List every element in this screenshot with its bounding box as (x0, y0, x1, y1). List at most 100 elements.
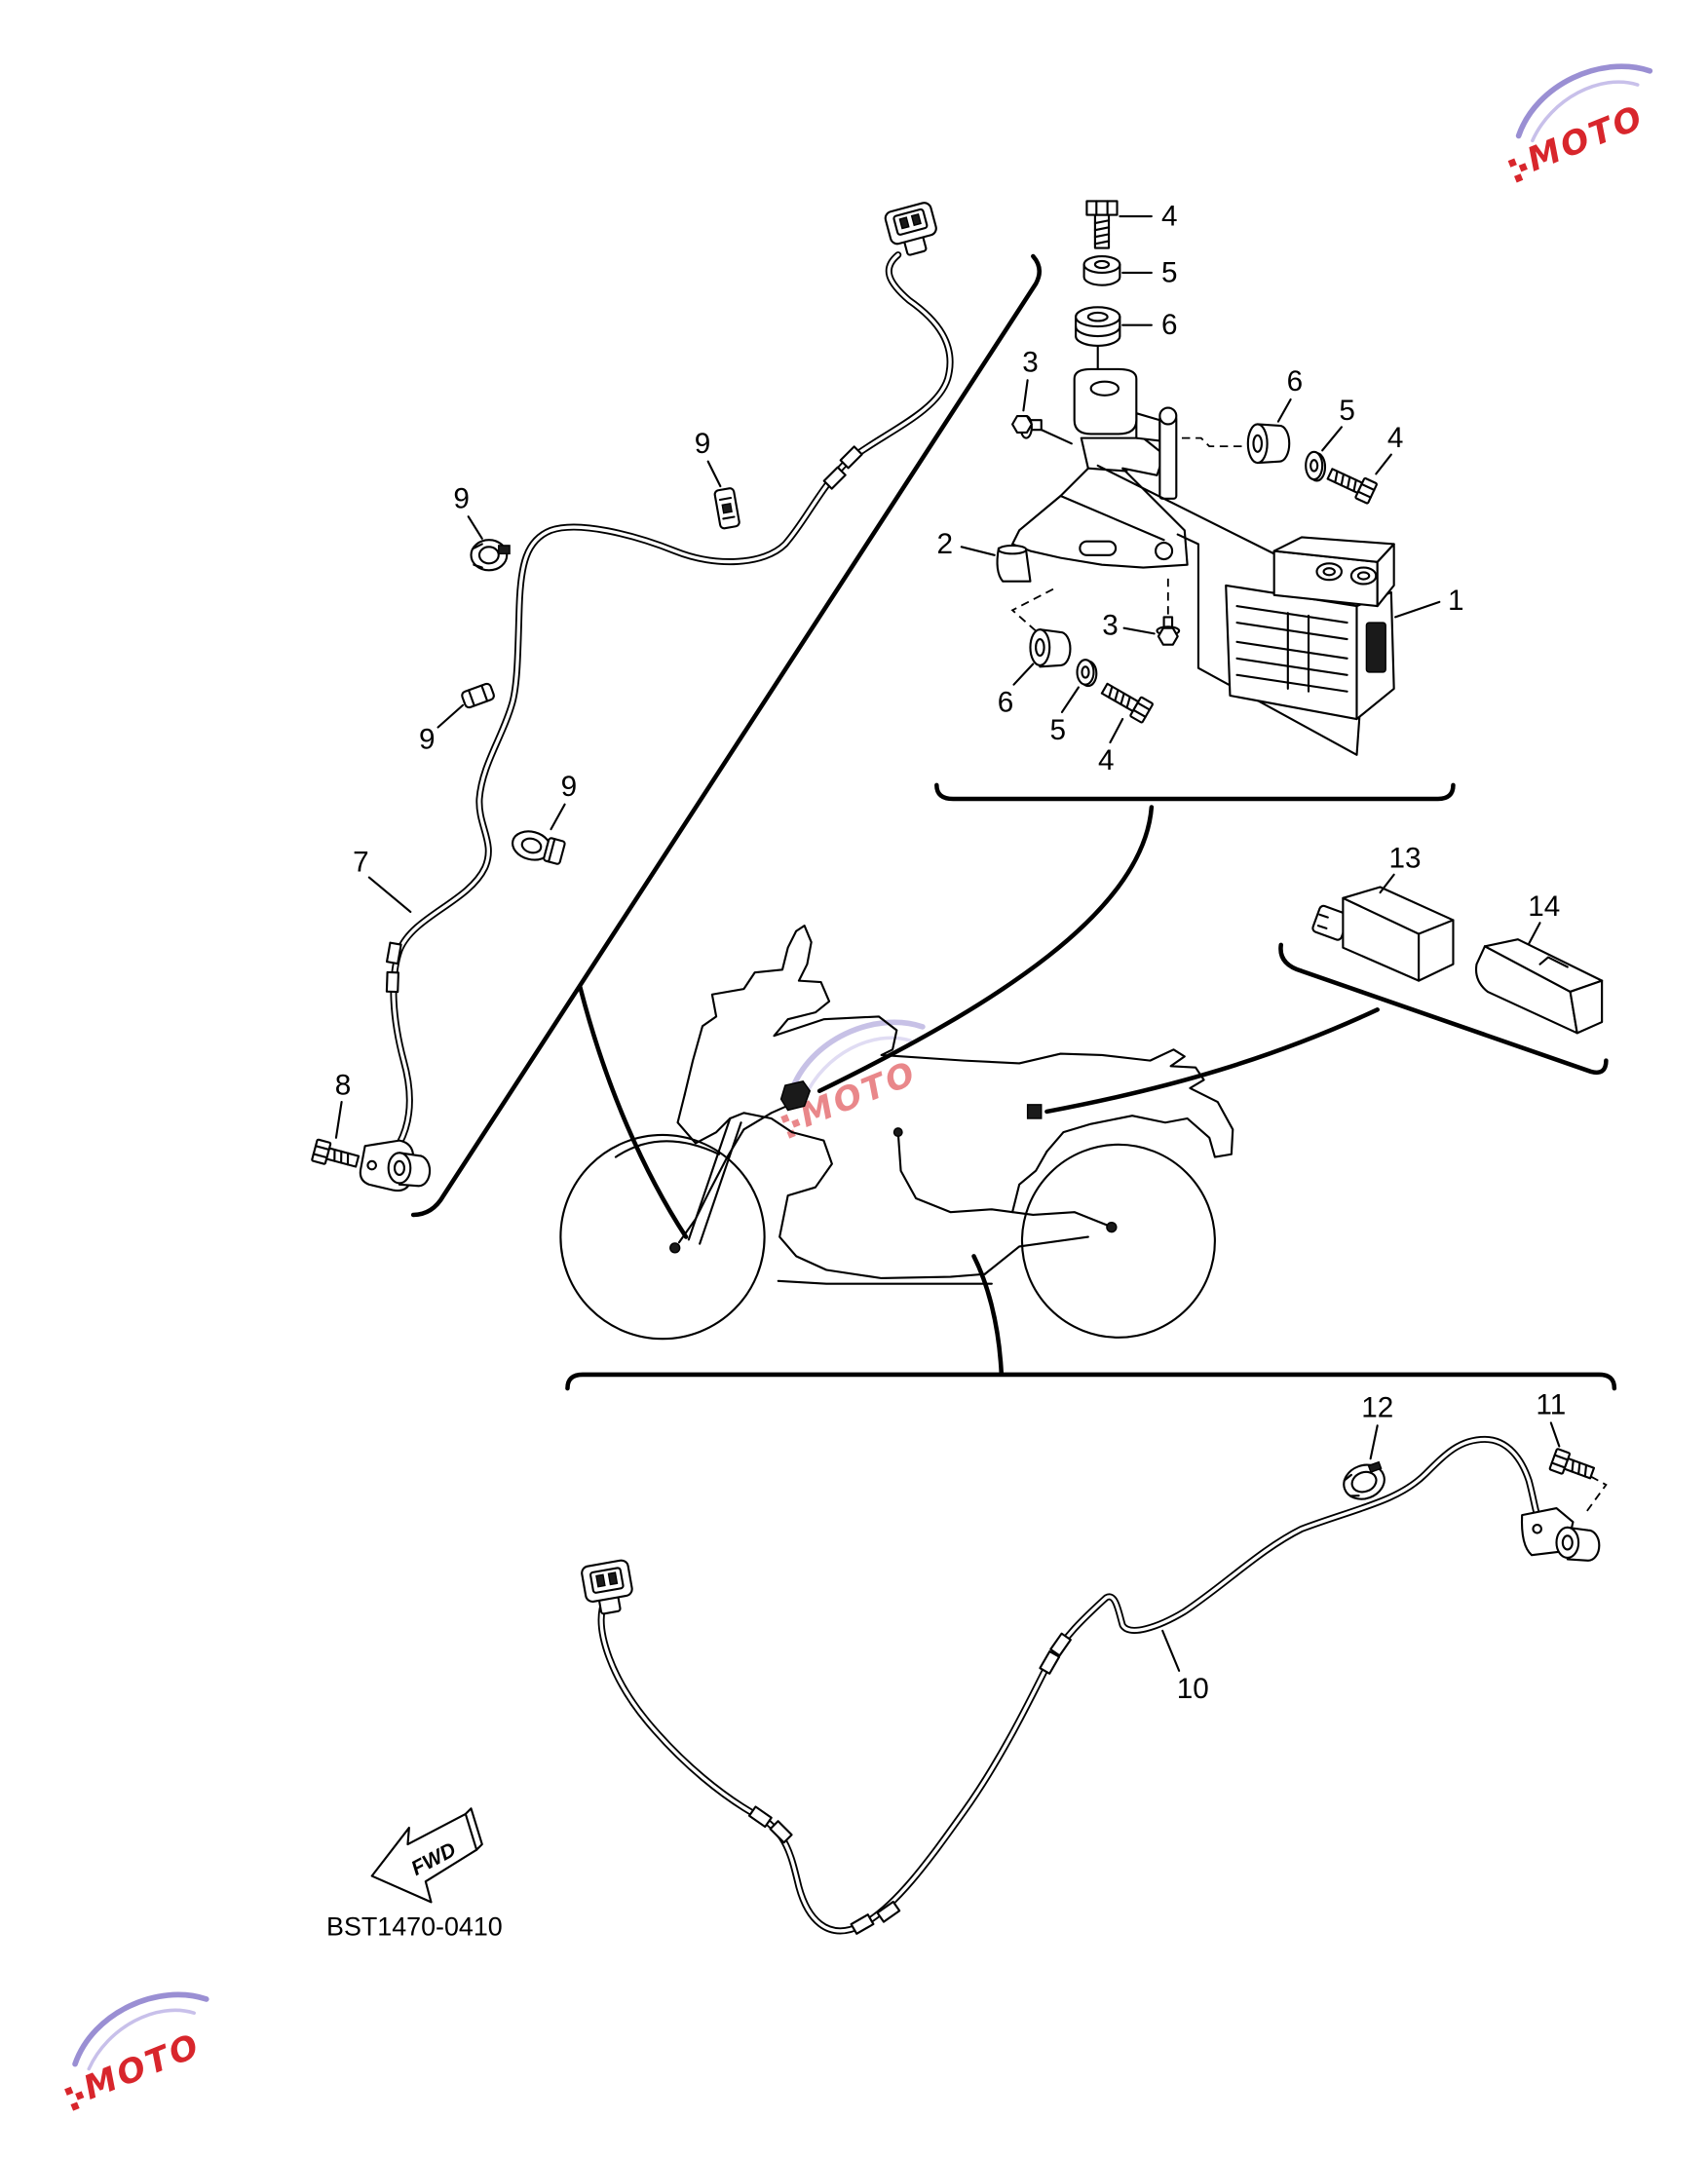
assembly-dashed-line (1181, 436, 1247, 448)
leader-line (550, 803, 566, 831)
leader-line (1161, 1629, 1181, 1672)
leader-line (706, 460, 722, 488)
cable-clamp-d (511, 830, 566, 865)
grommet-lower (1029, 628, 1072, 668)
swingarm (983, 1235, 1089, 1275)
leader-abs-unit (816, 805, 1155, 1093)
leader-line (1375, 453, 1392, 475)
callout-label: 2 (937, 528, 954, 560)
abs-hydraulic-unit (1225, 536, 1395, 721)
leader-line (1012, 662, 1035, 686)
cable-sleeve (385, 445, 863, 994)
callout-label: 3 (1102, 609, 1119, 641)
callout-label: 7 (353, 847, 369, 879)
callout-label: 9 (453, 482, 470, 514)
underside (777, 1279, 993, 1285)
motorcycle-silhouette (559, 925, 1234, 1341)
module-location-marker (1026, 1104, 1043, 1119)
assembly-dashed-line (1583, 1475, 1608, 1516)
callout-label: 5 (1339, 395, 1355, 427)
engine-outline (778, 1131, 986, 1280)
front-cowl (683, 925, 898, 1097)
wiring-rear (896, 1131, 1111, 1228)
callout-label: 9 (419, 724, 436, 756)
watermark-logo-text: MOTO (1522, 97, 1650, 178)
watermark-logo-bottom-left: MOTO (64, 1991, 209, 2111)
wiring-front (677, 1100, 798, 1244)
leader-line (1379, 873, 1395, 894)
module-panel-border (1278, 942, 1609, 1076)
callout-label: 1 (1448, 585, 1464, 617)
collar-lower (1076, 659, 1098, 688)
harness-marker (892, 1127, 903, 1138)
callout-label: 11 (1536, 1389, 1566, 1421)
abs-location-marker (779, 1080, 812, 1112)
cable-clamp-c (461, 682, 495, 709)
callout-label: 3 (1022, 346, 1039, 378)
collar-top (1082, 254, 1121, 286)
rear-sensor-cable-outline (601, 1439, 1539, 1930)
front-wheel-sensor (359, 1139, 432, 1192)
grommet-right (1246, 423, 1291, 465)
rear-sensor-bolt (1548, 1448, 1596, 1480)
rear-cable-clamp (1343, 1460, 1385, 1500)
rear-hugger (1011, 1150, 1048, 1214)
assembly-dashed-line (1010, 587, 1056, 632)
assembly-line (1176, 533, 1361, 756)
leader-line (1022, 379, 1029, 412)
bolt-small-lower (1156, 616, 1181, 646)
leader-modules (1044, 1007, 1380, 1115)
rear-sensor-connector (581, 1559, 633, 1615)
bottom-panel-border (565, 1372, 1617, 1391)
front-sensor-marker (669, 1242, 681, 1254)
leader-line (436, 703, 465, 729)
callout-label: 10 (1177, 1673, 1209, 1705)
cable-clamp-b (470, 539, 511, 572)
callout-label: 4 (1387, 422, 1404, 454)
leader-line (1060, 686, 1080, 714)
callout-label: 6 (998, 687, 1014, 719)
callout-label: 12 (1361, 1391, 1393, 1423)
assembly-line (1096, 464, 1275, 555)
leader-line (1549, 1421, 1561, 1448)
rear-sensor-cable (599, 1437, 1542, 1933)
tank-seat-tail (880, 1048, 1234, 1158)
module-14 (1474, 938, 1604, 1035)
callout-label: 14 (1528, 890, 1560, 923)
front-fender (614, 1140, 721, 1158)
cable-clamp-a (713, 487, 740, 530)
front-wheel (559, 1133, 766, 1341)
assembly-line (1040, 429, 1073, 445)
callout-label: 4 (1161, 201, 1178, 233)
rear-wheel (1020, 1143, 1216, 1339)
callout-label: 9 (695, 428, 711, 460)
callout-label: 4 (1098, 744, 1115, 776)
rear-wheel-sensor (1520, 1507, 1601, 1562)
callout-label: 5 (1049, 714, 1066, 746)
bolt-right (1326, 468, 1378, 505)
abs-bracket (996, 367, 1189, 583)
callout-label: 9 (561, 771, 578, 803)
watermark-logo-text: MOTO (78, 2025, 206, 2106)
leader-line (1394, 600, 1441, 619)
callout-label: 6 (1161, 309, 1178, 341)
leader-line (334, 1100, 343, 1139)
top-right-panel-border (934, 782, 1456, 802)
leader-line (367, 876, 412, 914)
callout-label: 8 (335, 1070, 352, 1102)
bolt-lower (1100, 682, 1154, 724)
forward-direction-arrow: FWD (370, 1807, 483, 1904)
bolt-small-upper (1011, 414, 1043, 439)
module-13 (1311, 886, 1455, 982)
watermark-logo-top-right: MOTO (1507, 63, 1653, 183)
leader-line (467, 515, 483, 540)
watermark-logo-text: MOTO (794, 1053, 922, 1134)
callout-label: 6 (1287, 365, 1304, 397)
leader-rear-sensor (971, 1254, 1005, 1376)
leader-line (1109, 717, 1124, 744)
front-sensor-bolt (311, 1138, 361, 1168)
leader-front-sensor (577, 984, 689, 1239)
leader-line (1321, 426, 1344, 452)
left-panel-border (410, 253, 1042, 1218)
leader-line (960, 546, 996, 556)
